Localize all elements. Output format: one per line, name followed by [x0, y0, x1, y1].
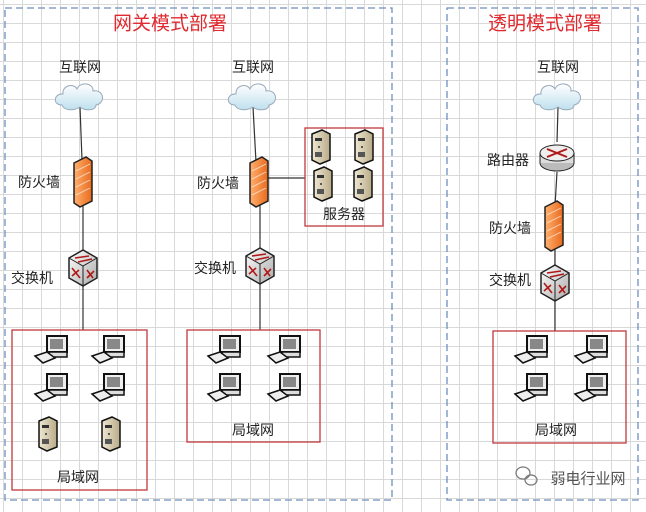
- lan-computers-3: [514, 335, 608, 402]
- switch-label: 交换机: [489, 273, 531, 289]
- lan-label: 局域网: [57, 470, 99, 486]
- switch-icon: [68, 249, 98, 287]
- lan-box-2: [186, 329, 321, 443]
- firewall-icon: [73, 156, 93, 208]
- switch-icon: [540, 264, 570, 302]
- firewall-label: 防火墙: [197, 176, 239, 192]
- watermark: 弱电行业网: [550, 469, 626, 488]
- firewall-label: 防火墙: [18, 175, 60, 191]
- switch-label: 交换机: [194, 261, 236, 277]
- server-box: [304, 127, 384, 227]
- servers-label: 服务器: [323, 207, 365, 223]
- lan-computers-2: [207, 335, 301, 402]
- gateway-mode-title: 网关模式部署: [112, 12, 228, 35]
- internet-cloud-icon: [532, 83, 581, 111]
- switch-label: 交换机: [11, 271, 53, 287]
- switch-icon: [245, 247, 275, 285]
- servers-group: [311, 129, 374, 202]
- lan-label: 局域网: [535, 423, 577, 439]
- transparent-mode-title: 透明模式部署: [487, 12, 603, 35]
- wechat-icon: [515, 466, 538, 486]
- lan-box-1: [11, 329, 148, 491]
- connection-lines: [79, 106, 559, 331]
- lan-box-3: [492, 330, 627, 444]
- internet-label: 互联网: [59, 60, 101, 76]
- firewall-icon: [249, 156, 269, 208]
- firewall-icon: [544, 200, 564, 252]
- router-icon: [539, 144, 575, 172]
- lan-label: 局域网: [232, 423, 274, 439]
- internet-label: 互联网: [232, 60, 274, 76]
- internet-cloud-icon: [54, 83, 103, 111]
- gateway-section-border: [4, 7, 393, 501]
- firewall-label: 防火墙: [489, 221, 531, 237]
- internet-label: 互联网: [537, 60, 579, 76]
- internet-cloud-icon: [227, 83, 276, 111]
- router-label: 路由器: [487, 153, 529, 169]
